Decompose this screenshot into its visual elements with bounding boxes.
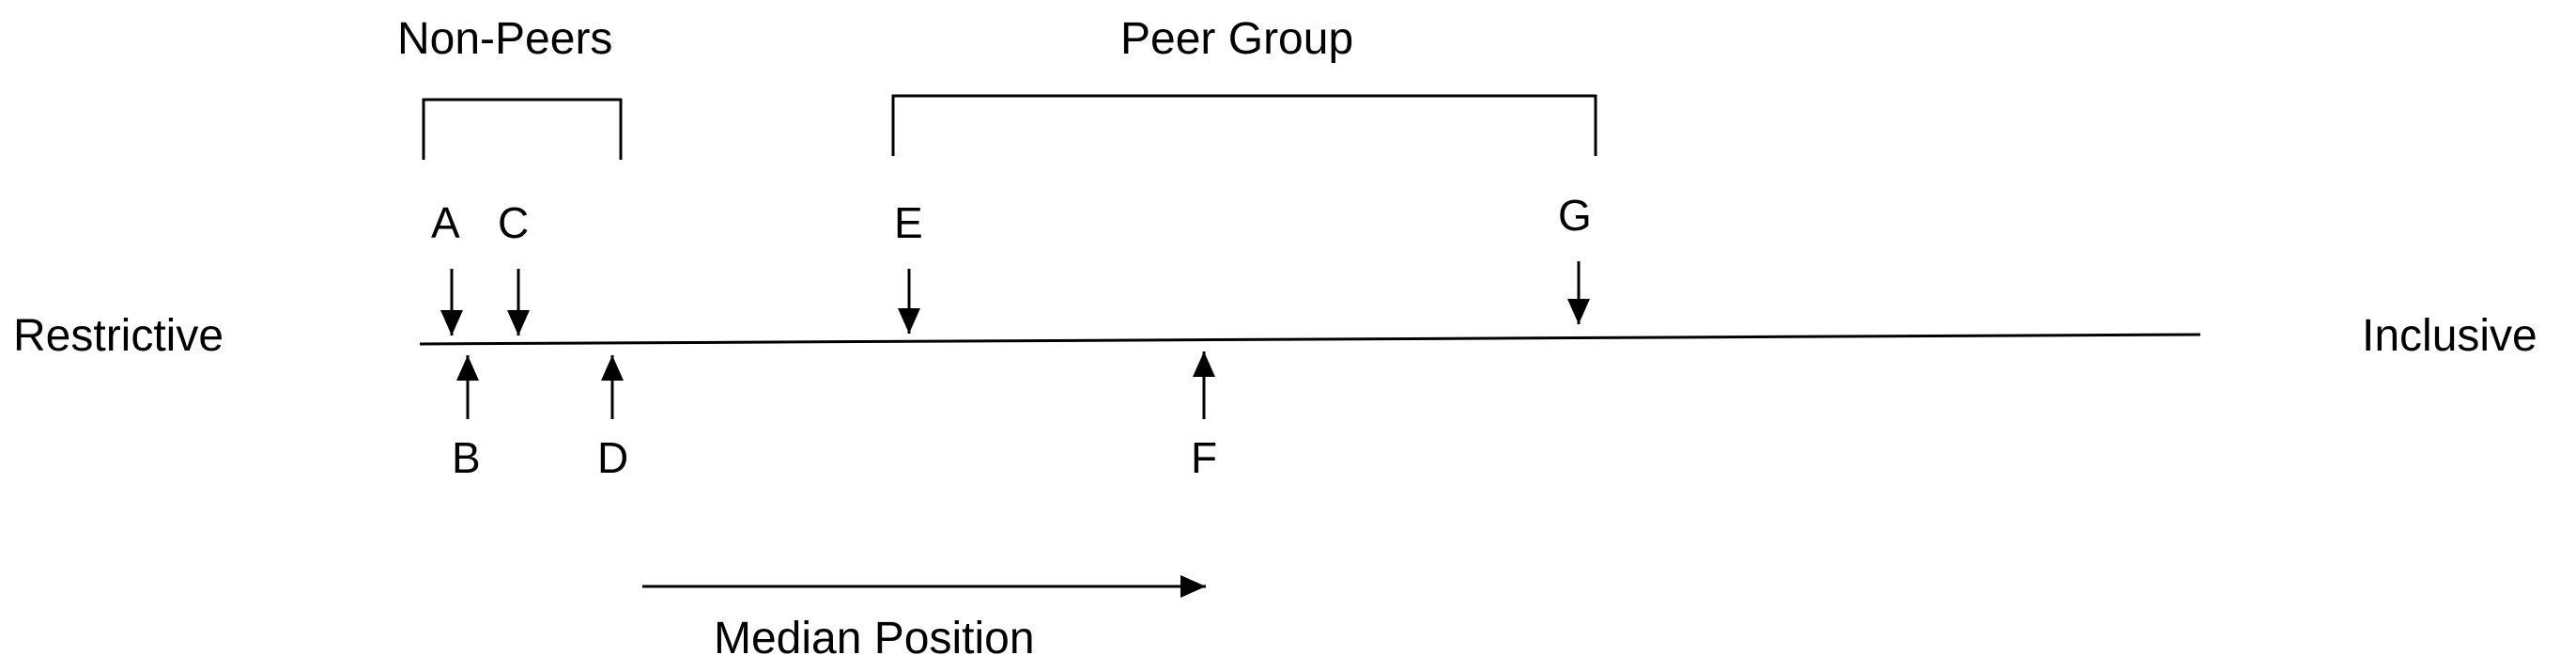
non-peers-label: Non-Peers	[397, 14, 612, 64]
peer-group-label: Peer Group	[1120, 14, 1353, 64]
median-position-label: Median Position	[714, 614, 1035, 663]
non-peers-bracket	[422, 98, 623, 160]
marker-g-label: G	[1558, 191, 1592, 240]
marker-d-label: D	[597, 433, 628, 482]
marker-a-label: A	[431, 198, 460, 247]
marker-e-label: E	[894, 198, 923, 247]
restrictive-inclusive-axis	[419, 333, 2201, 346]
restrictive-label: Restrictive	[13, 311, 224, 361]
marker-f-label: F	[1191, 433, 1217, 482]
marker-c-label: C	[498, 198, 529, 247]
marker-b-label: B	[452, 433, 481, 482]
inclusive-label: Inclusive	[2362, 311, 2537, 361]
peer-group-bracket	[891, 94, 1597, 156]
